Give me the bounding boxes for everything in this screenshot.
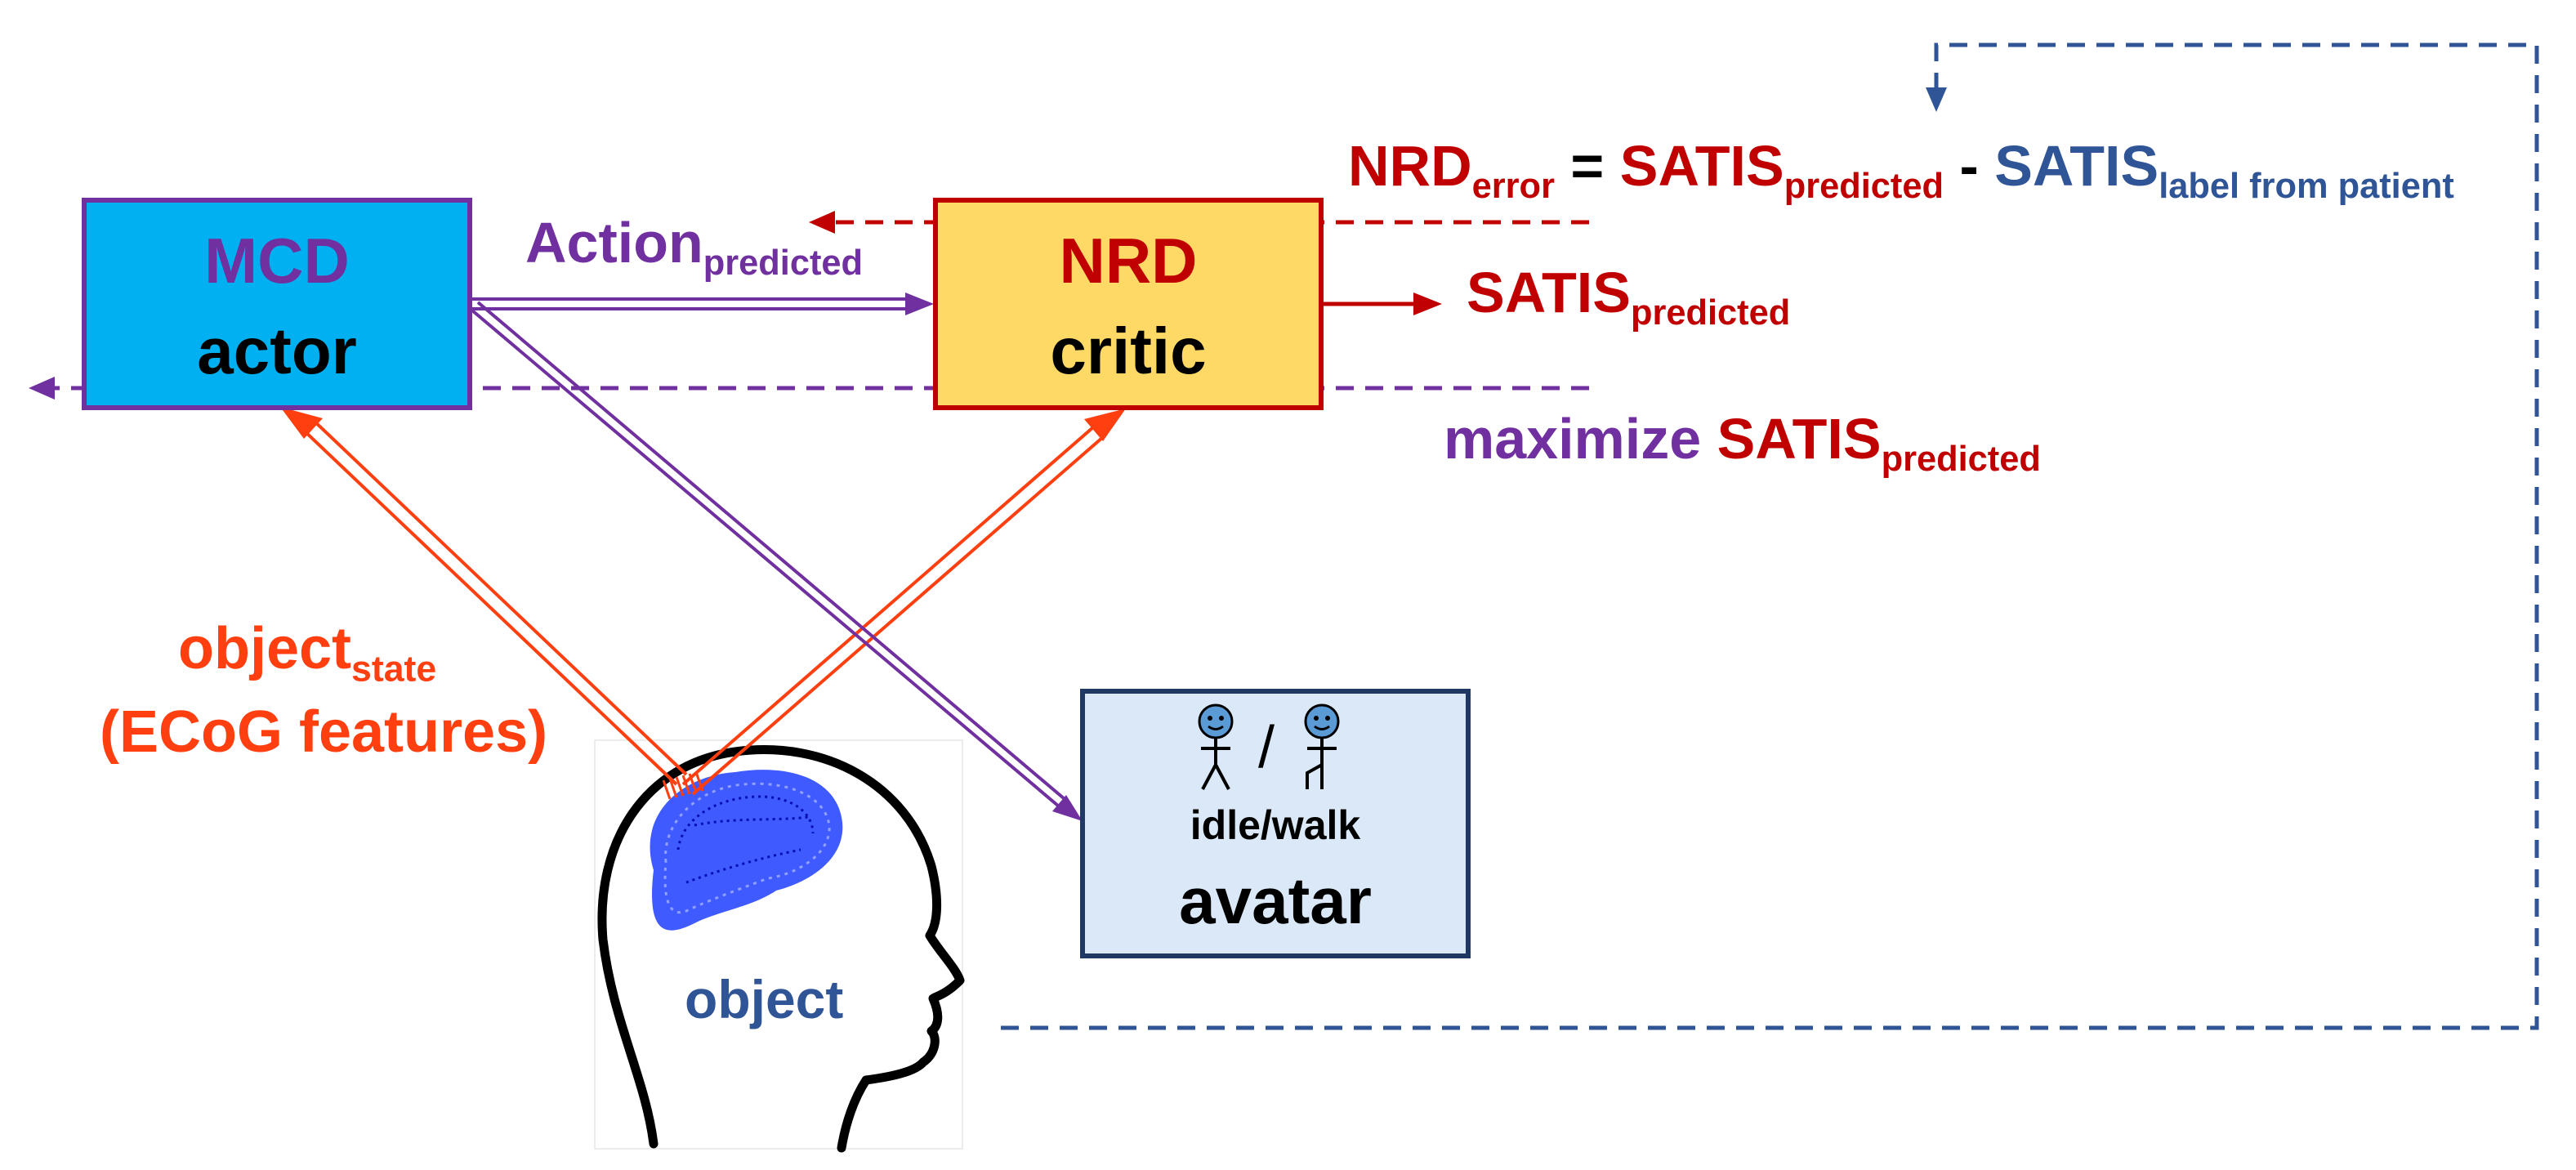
actor-box-subtitle: actor <box>197 315 357 387</box>
error-lhs-sub: error <box>1471 167 1555 207</box>
object-state-label: objectstate <box>178 616 436 687</box>
ecog-features-label: (ECoG features) <box>100 699 548 765</box>
satis-output-sub: predicted <box>1630 293 1791 333</box>
avatar-separator: / <box>1258 715 1275 780</box>
error-lhs-main: NRD <box>1348 134 1472 198</box>
brain-icon <box>650 770 843 931</box>
object-state-sub: state <box>351 649 437 690</box>
avatar-caption: idle/walk <box>1190 802 1361 848</box>
avatar-box[interactable]: / idle/walk avatar <box>1080 689 1471 958</box>
error-term2-sub: label from patient <box>2159 167 2454 207</box>
critic-box-subtitle: critic <box>1050 315 1207 387</box>
arrow-actor-to-critic <box>472 292 934 315</box>
action-predicted-label: Actionpredicted <box>525 214 863 281</box>
actor-box-title: MCD <box>204 225 350 297</box>
arrow-critic-to-satis <box>1322 292 1442 315</box>
arrow-patient-feedback-loop <box>1001 42 2539 1030</box>
actor-box[interactable]: MCD actor <box>82 198 472 410</box>
maximize-label: maximize SATISpredicted <box>1444 410 2041 477</box>
head-outline <box>597 745 965 1153</box>
error-minus: - <box>1959 134 1979 198</box>
action-sub: predicted <box>703 243 864 284</box>
arrow-maximize-to-actor <box>29 377 1589 400</box>
maximize-main: SATIS <box>1717 407 1882 471</box>
action-main: Action <box>525 211 703 275</box>
error-equals: = <box>1570 134 1605 198</box>
stick-figure-walking-icon <box>1304 703 1340 789</box>
maximize-prefix: maximize <box>1444 407 1702 471</box>
error-term1-main: SATIS <box>1619 134 1784 198</box>
error-term2-main: SATIS <box>1994 134 2159 198</box>
critic-box-title: NRD <box>1059 225 1198 297</box>
error-term1-sub: predicted <box>1784 167 1944 207</box>
stick-figure-standing-icon <box>1198 703 1234 790</box>
satis-output-main: SATIS <box>1467 261 1631 324</box>
object-head-label: object <box>685 969 844 1029</box>
critic-box[interactable]: NRD critic <box>933 198 1324 410</box>
maximize-sub: predicted <box>1881 440 2041 480</box>
arrow-object-to-actor <box>280 407 688 786</box>
satis-predicted-output-label: SATISpredicted <box>1467 261 1790 331</box>
error-equation: NRDerror = SATISpredicted - SATISlabel f… <box>1348 137 2454 204</box>
arrow-actor-to-avatar <box>471 301 1083 821</box>
arrow-object-to-critic <box>681 409 1126 796</box>
object-state-main: object <box>178 616 352 681</box>
avatar-box-title: avatar <box>1179 864 1372 937</box>
